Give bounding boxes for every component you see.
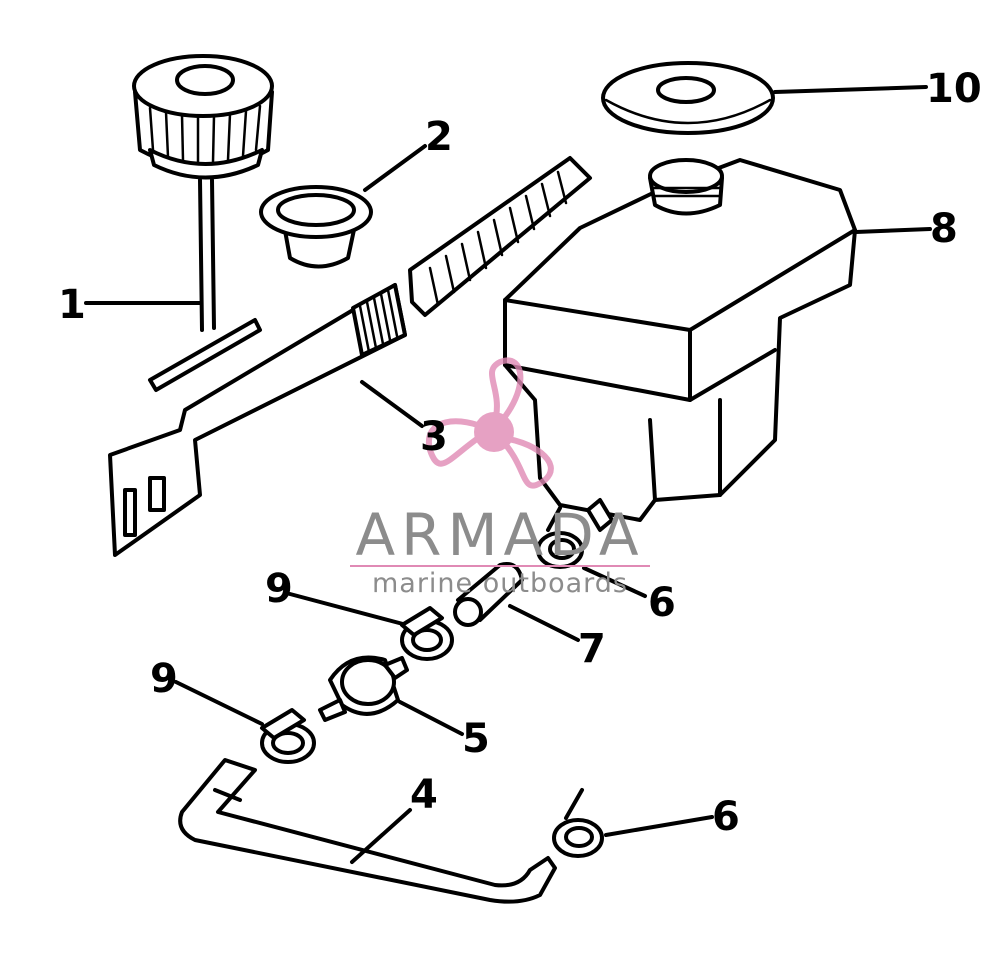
leader-lines <box>84 85 932 864</box>
watermark-brand: ARMADA <box>355 501 644 569</box>
callout-2: 2 <box>425 114 453 160</box>
hose-clamp-part-upper <box>400 606 454 661</box>
clamp-part-upper <box>536 506 584 569</box>
filler-cap-part <box>132 54 274 392</box>
callout-4: 4 <box>410 772 438 818</box>
hose-clamp-part-lower <box>260 708 316 764</box>
callout-6-upper: 6 <box>648 580 676 626</box>
callout-9-upper: 9 <box>265 566 293 612</box>
callout-3: 3 <box>420 414 448 460</box>
callout-6-lower: 6 <box>712 794 740 840</box>
watermark-tagline: marine outboards <box>372 568 628 599</box>
callout-8: 8 <box>930 206 958 252</box>
callout-9-lower: 9 <box>150 656 178 702</box>
hose-piece-part <box>453 562 524 627</box>
clamp-part-lower <box>552 788 604 858</box>
bent-hose-part <box>178 758 557 904</box>
callout-5: 5 <box>462 716 490 762</box>
callout-10: 10 <box>926 66 982 112</box>
oil-tank-part <box>503 158 857 532</box>
propeller-logo <box>425 357 554 489</box>
watermark: ARMADA marine outboards <box>350 501 650 599</box>
mounting-strap-part <box>108 156 592 557</box>
callout-1: 1 <box>58 282 86 328</box>
callout-labels: 1 2 3 4 5 6 6 7 8 9 9 10 <box>58 66 982 840</box>
washer-part <box>601 61 775 135</box>
filter-part <box>318 655 409 722</box>
grommet-part <box>259 185 373 269</box>
callout-7: 7 <box>578 626 606 672</box>
